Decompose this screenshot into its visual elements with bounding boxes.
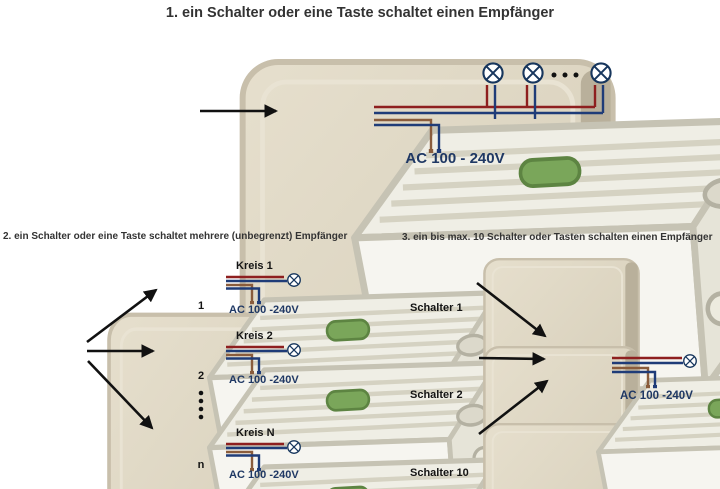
section-2-graphics [86, 265, 532, 489]
ellipsis-dots [551, 72, 579, 78]
circuit-2-wires [226, 345, 287, 375]
circuit-label: Kreis 1 [236, 260, 273, 272]
ac-label: AC 100 -240V [229, 374, 299, 386]
section-2-title: 2. ein Schalter oder eine Taste schaltet… [3, 231, 348, 242]
receiver-number: 1 [197, 300, 205, 312]
switch-label: Schalter 1 [410, 302, 463, 314]
radio-link-arrow [476, 281, 547, 338]
circuit-label: Kreis 2 [236, 330, 273, 342]
radio-link-arrow [86, 288, 158, 344]
lamp-icon [287, 273, 301, 287]
section-1-graphics [200, 62, 720, 489]
lamp-icon [482, 62, 504, 84]
ac-label: AC 100 -240V [229, 469, 299, 481]
circuit-1-wires [226, 275, 287, 305]
section-3-wires [612, 356, 683, 389]
circuit-n-wires [226, 442, 287, 472]
receiver-number: 2 [197, 370, 205, 382]
lamp-icon [683, 354, 697, 368]
switch-label: Schalter 10 [410, 467, 469, 479]
section-1-wires [374, 85, 605, 153]
lamp-icon [287, 440, 301, 454]
section-3-graphics [476, 259, 720, 489]
vertical-ellipsis-dots [198, 390, 204, 420]
ac-label: AC 100 -240V [229, 304, 299, 316]
section-3-title: 3. ein bis max. 10 Schalter oder Tasten … [402, 232, 713, 243]
section-3-ac-label: AC 100 -240V [620, 390, 693, 402]
radio-link-arrow [478, 379, 549, 436]
section-1-title: 1. ein Schalter oder eine Taste schaltet… [165, 5, 555, 21]
lamp-icon [522, 62, 544, 84]
lamp-icon [590, 62, 612, 84]
radio-link-arrow [478, 352, 547, 366]
lamp-icon [287, 343, 301, 357]
switch-label: Schalter 2 [410, 389, 463, 401]
radio-link-arrow [87, 360, 154, 430]
section-1-ac-label: AC 100 - 240V [405, 150, 505, 167]
circuit-label: Kreis N [236, 427, 275, 439]
receiver-number: n [197, 459, 205, 471]
